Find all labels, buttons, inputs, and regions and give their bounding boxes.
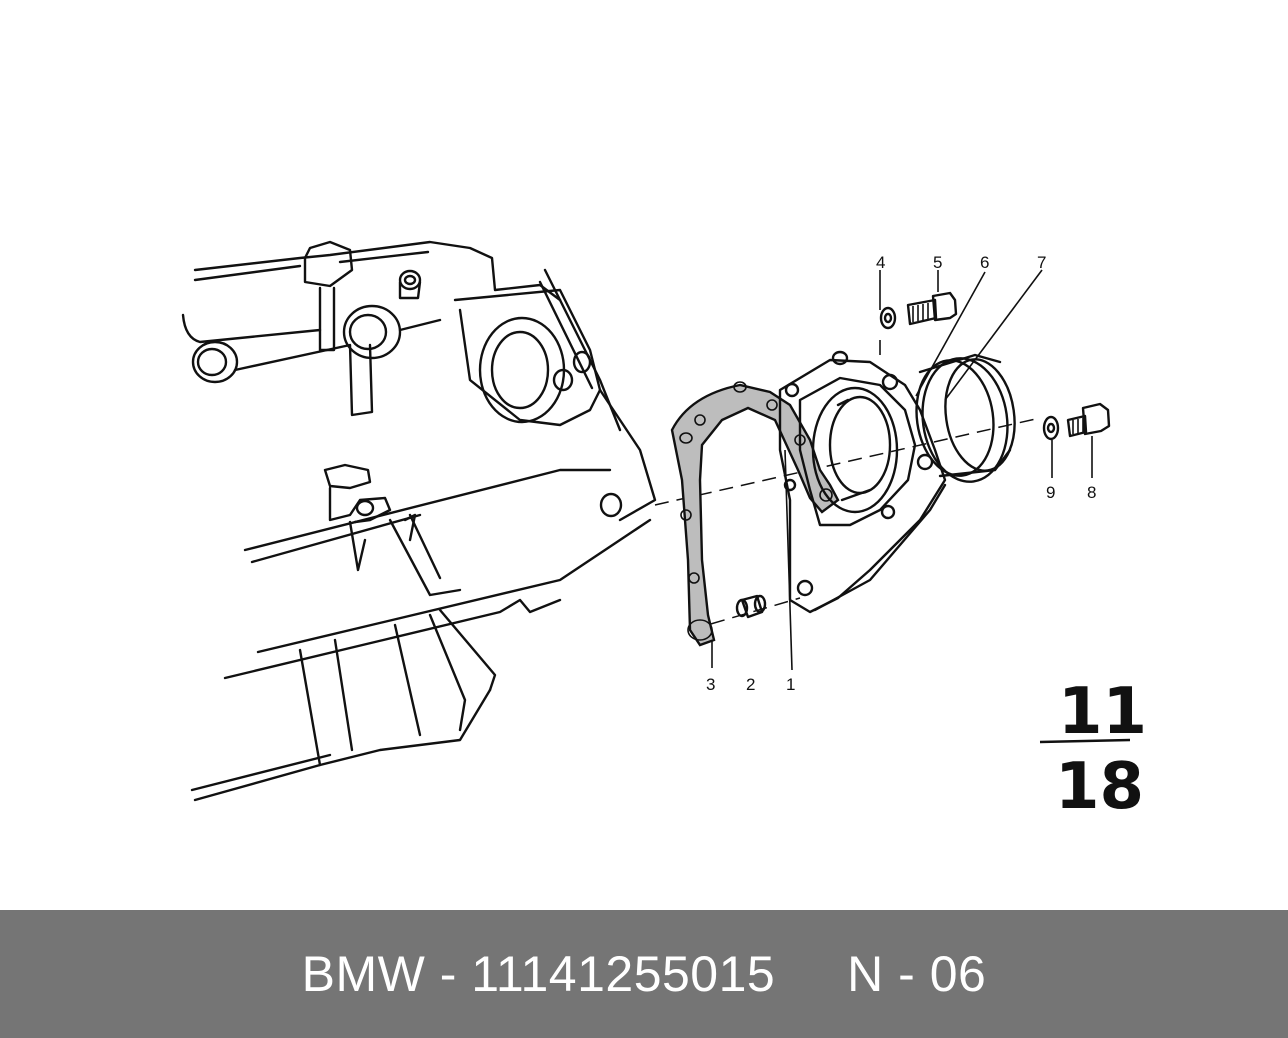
footer-bar: BMW - 11141255015 N - 06 (0, 910, 1288, 1038)
engine-block-drawing (181, 240, 657, 802)
bolt-part-5 (906, 291, 958, 326)
cover-part-1 (778, 350, 947, 614)
callout-5: 5 (933, 253, 942, 272)
washer-part-9 (1042, 415, 1060, 441)
callout-4: 4 (876, 253, 885, 272)
part-number-caption: BMW - 11141255015 N - 06 (301, 946, 987, 1002)
leader-lines (711, 269, 1093, 671)
callout-9: 9 (1046, 483, 1055, 502)
parts-diagram: 4 5 6 7 9 8 3 2 1 11 18 (181, 240, 1147, 824)
diagram-svg: 4 5 6 7 9 8 3 2 1 11 18 (181, 240, 1147, 824)
seal-ring-part-7 (915, 353, 1016, 483)
callout-3: 3 (706, 675, 715, 694)
group-number-bottom: 18 (1055, 750, 1144, 824)
callout-1: 1 (786, 675, 795, 694)
callout-2: 2 (746, 675, 755, 694)
washer-part-4 (879, 306, 897, 330)
group-number-top: 11 (1058, 675, 1147, 749)
callout-6: 6 (980, 253, 989, 272)
dowel-part-2 (735, 594, 767, 619)
callout-7: 7 (1037, 253, 1046, 272)
group-divider (1039, 738, 1131, 744)
callout-8: 8 (1087, 483, 1096, 502)
bolt-part-8 (1066, 402, 1111, 438)
